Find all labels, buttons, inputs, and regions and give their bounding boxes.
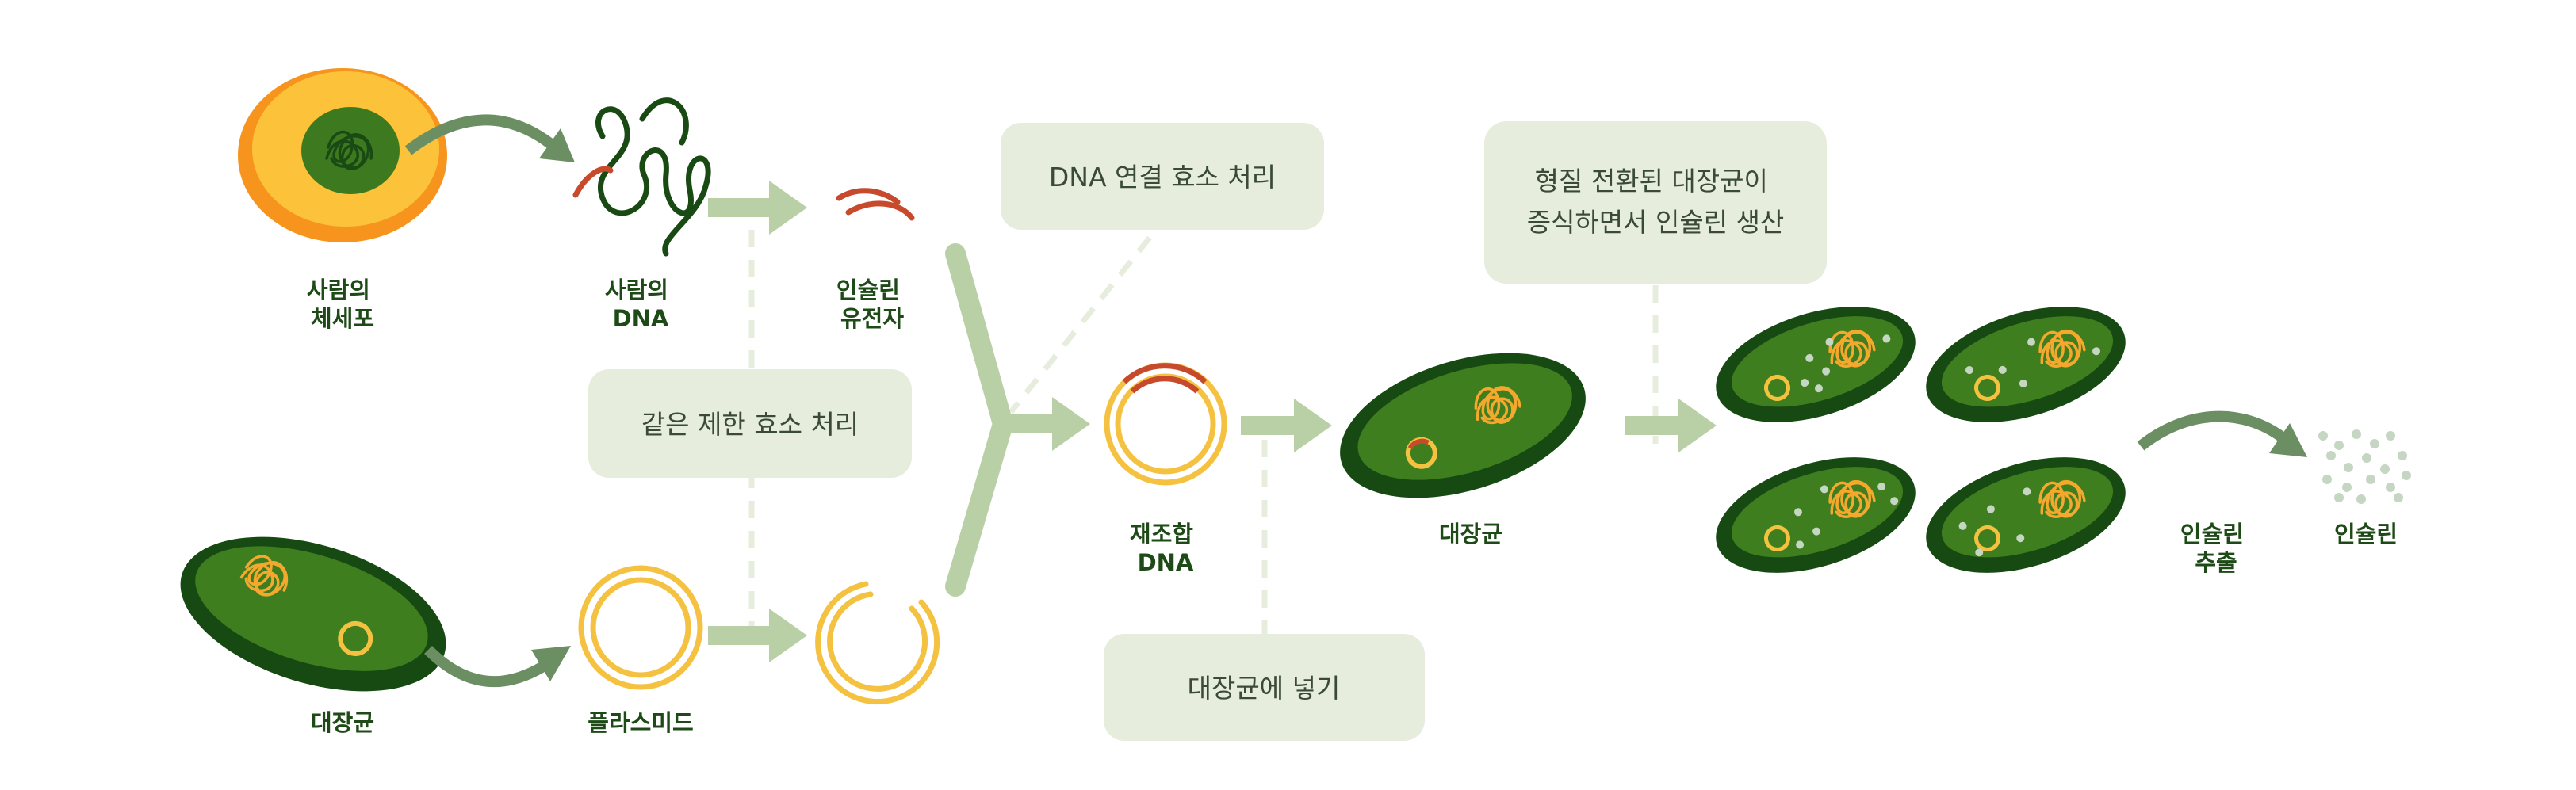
label-host-ecoli: 대장균 [1439, 521, 1502, 548]
human-somatic-cell-icon [238, 68, 447, 242]
note-ligase-line-1: DNA 연결 효소 처리 [1049, 162, 1276, 193]
merge-arrow-shaft [999, 414, 1056, 433]
merge-arrowhead [1052, 397, 1090, 451]
label-human-dna: 사람의 DNA [605, 277, 676, 332]
arrowhead-cell-to-dna [539, 128, 575, 162]
arrow-recombinant-to-host [1241, 399, 1332, 452]
label-plasmid: 플라스미드 [588, 709, 693, 736]
colony-ecoli-2 [1926, 307, 2126, 422]
insulin-dots-icon [2318, 429, 2411, 504]
label-insulin-product: 인슐린 [2334, 521, 2398, 548]
insulin-gene-icon [836, 188, 915, 221]
arrow-dna-to-gene [708, 181, 807, 235]
label-insulin-extraction: 인슐린 추출 [2180, 521, 2252, 576]
arrowhead-extraction [2269, 423, 2307, 457]
note-transformed-line-1: 형질 전환된 대장균이 [1535, 166, 1768, 197]
merge-arrow [945, 243, 1013, 597]
source-ecoli-icon [180, 536, 446, 692]
note-transformed-growth: 형질 전환된 대장균이 증식하면서 인슐린 생산 [1484, 121, 1827, 284]
arrow-cell-to-dna [404, 114, 555, 155]
arrow-ecoli-to-plasmid [424, 646, 550, 688]
note-transformed-line-2: 증식하면서 인슐린 생산 [1527, 207, 1785, 238]
label-source-ecoli: 대장균 [311, 709, 374, 736]
arrow-host-to-colonies [1625, 399, 1717, 452]
svg-text:대장균에 넣기: 대장균에 넣기 [1188, 673, 1341, 704]
note-restriction-enzyme-line-1: 같은 제한 효소 처리 [641, 409, 859, 440]
colony-ecoli-1 [1716, 307, 1916, 422]
recombinant-dna-icon [1104, 362, 1227, 486]
svg-text:같은 제한 효소 처리: 같은 제한 효소 처리 [641, 409, 859, 440]
arrow-plasmid-to-cut [708, 609, 807, 662]
arrowhead-ecoli-to-plasmid [531, 646, 571, 681]
label-recombinant-dna: 재조합 DNA [1130, 521, 1201, 576]
colony-ecoli-3 [1716, 457, 1916, 573]
arrow-extraction [2137, 410, 2287, 451]
transformed-ecoli-colonies [1716, 307, 2126, 573]
label-insulin-gene: 인슐린 유전자 [836, 277, 908, 332]
human-dna-icon [572, 97, 711, 257]
svg-text:형질 전환된 대장균이 증식하면서 인슐린 생산: 형질 전환된 대장균이 증식하면서 인슐린 생산 [1527, 166, 1785, 238]
plasmid-icon [578, 565, 703, 690]
note-insert-into-ecoli: 대장균에 넣기 [1104, 634, 1425, 741]
note-restriction-enzyme: 같은 제한 효소 처리 [588, 369, 912, 478]
note-ligase: DNA 연결 효소 처리 [1001, 123, 1324, 230]
cut-plasmid-icon [815, 581, 940, 705]
label-human-cell: 사람의 체세포 [307, 277, 378, 332]
host-ecoli-icon [1340, 353, 1586, 498]
colony-ecoli-4 [1926, 457, 2126, 573]
svg-text:DNA 연결 효소 처리: DNA 연결 효소 처리 [1049, 162, 1276, 193]
note-insert-line-1: 대장균에 넣기 [1188, 673, 1341, 704]
